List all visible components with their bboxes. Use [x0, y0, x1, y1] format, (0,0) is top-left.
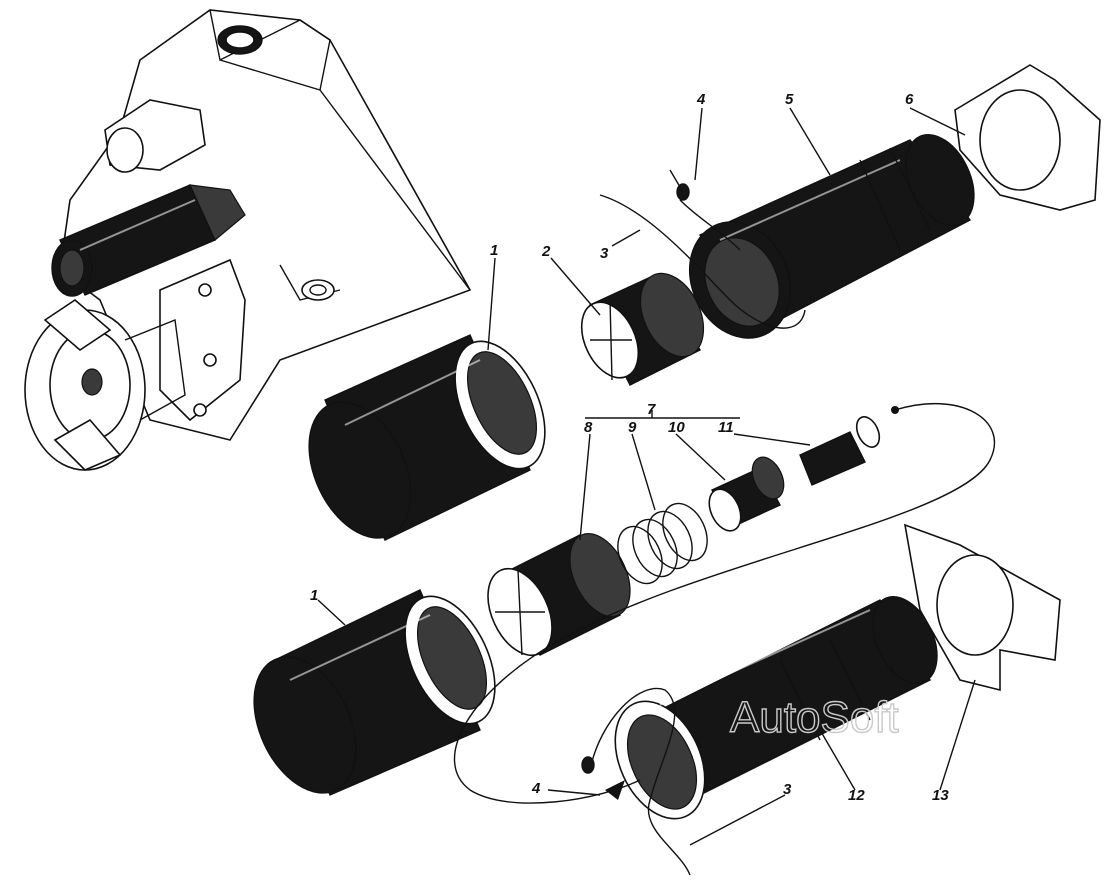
callout-4-lower: 4: [531, 780, 541, 797]
lead-seal-upper: [669, 169, 690, 201]
callout-7: 7: [647, 401, 656, 418]
pump-housing: [24, 9, 472, 471]
callout-11: 11: [718, 419, 734, 436]
lock-washer-lower: [903, 523, 1061, 692]
adjusting-screw: [799, 416, 881, 486]
cup-lower: [253, 589, 496, 796]
callout-1-lower: 1: [310, 587, 318, 604]
callout-6: 6: [905, 91, 914, 108]
callout-9: 9: [628, 419, 637, 436]
callout-5: 5: [785, 91, 794, 108]
callout-4-upper: 4: [696, 91, 706, 108]
slotted-plug: [580, 272, 705, 386]
bushing: [708, 456, 785, 532]
callout-3-lower: 3: [783, 781, 792, 798]
watermark-text: AutoSoft: [730, 693, 899, 742]
threaded-body-upper: [688, 133, 975, 339]
lock-wire-upper: [599, 194, 806, 329]
callout-13: 13: [932, 787, 949, 804]
lock-wire-lower: [453, 402, 996, 876]
lead-seal-lower: [581, 756, 625, 800]
threaded-body-lower: [614, 595, 938, 820]
callout-3-upper: 3: [600, 245, 609, 262]
lock-washer-upper: [954, 64, 1101, 211]
callout-labels: 1 1 2 3 3 4 4 5 6 7 8 9 10 11 12 13: [310, 91, 949, 804]
callout-8: 8: [584, 419, 593, 436]
spring: [617, 502, 708, 585]
callout-12: 12: [848, 787, 865, 804]
leader-lines: [317, 107, 976, 846]
callout-2: 2: [541, 243, 551, 260]
slotted-core: [487, 533, 631, 657]
cup-upper: [308, 334, 546, 541]
callout-10: 10: [668, 419, 685, 436]
callout-1-upper: 1: [490, 242, 498, 259]
